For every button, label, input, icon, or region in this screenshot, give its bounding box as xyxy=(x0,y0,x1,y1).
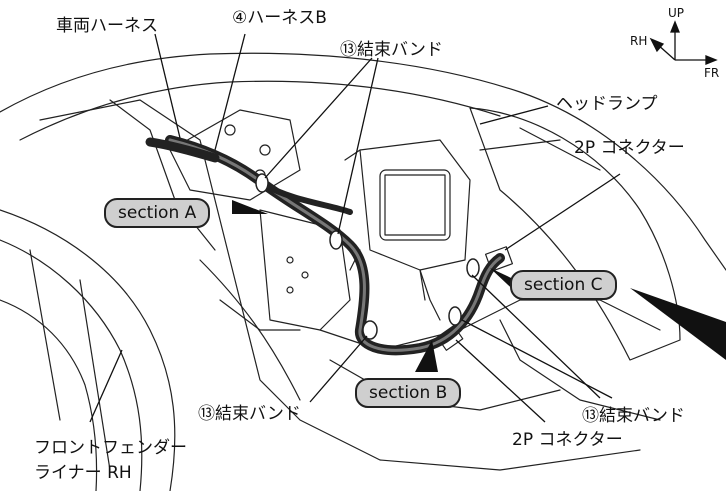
bolt xyxy=(259,144,271,156)
section-c-beam xyxy=(630,288,726,360)
section-c-badge: section C xyxy=(510,270,617,300)
control-module-face xyxy=(379,169,451,241)
label-vehicle-harness: 車両ハーネス xyxy=(56,16,158,36)
band xyxy=(329,230,343,250)
vehicle-harness xyxy=(145,137,220,163)
label-connector-bottom: 2P コネクター xyxy=(512,430,623,450)
label-harness-b: ④ハーネスB xyxy=(232,8,327,28)
band xyxy=(448,306,462,326)
fender-liner xyxy=(0,209,176,491)
section-b-pointer xyxy=(415,340,438,372)
apron-panel xyxy=(39,99,641,471)
section-b-badge: section B xyxy=(355,378,462,408)
label-liner-line1: フロントフェンダー xyxy=(34,438,187,458)
band xyxy=(255,173,269,193)
label-band-bottom-right: ⑬結束バンド xyxy=(582,406,685,426)
bolt xyxy=(224,124,236,136)
control-module xyxy=(359,139,471,271)
fender-outline xyxy=(0,52,726,271)
band xyxy=(466,258,480,278)
headlamp-housing xyxy=(469,107,681,361)
label-band-bottom-left: ⑬結束バンド xyxy=(198,404,301,424)
upper-bracket xyxy=(169,109,301,201)
direction-up-label: UP xyxy=(668,6,685,20)
section-a-badge: section A xyxy=(104,198,211,228)
label-liner-line2: ライナー RH xyxy=(34,463,132,483)
label-band-top: ⑬結束バンド xyxy=(340,40,443,60)
label-connector-top: 2P コネクター xyxy=(574,138,685,158)
label-headlamp: ヘッドランプ xyxy=(556,94,658,114)
section-a-pointer xyxy=(232,200,268,214)
direction-fr-label: FR xyxy=(704,66,720,80)
direction-rh-label: RH xyxy=(630,34,648,48)
band xyxy=(362,320,378,340)
